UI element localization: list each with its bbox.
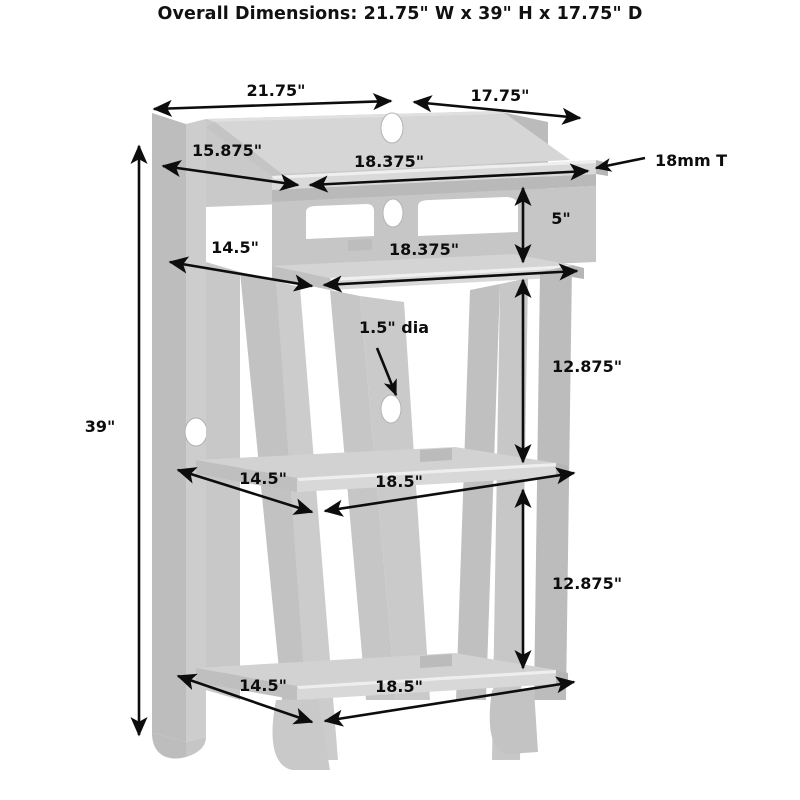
left-side-panel (152, 113, 208, 759)
dimline-overall-width (152, 93, 393, 117)
label-overall-width: 21.75" (247, 81, 306, 100)
furniture-illustration (152, 111, 608, 770)
cord-hole-center (381, 395, 401, 423)
label-gap-shelf3-shelf4: 12.875" (552, 574, 622, 593)
label-shelf4-width: 18.5" (375, 677, 423, 696)
cord-hole-top (381, 113, 403, 143)
label-shelf3-width: 18.5" (375, 472, 423, 491)
cord-hole-mid (383, 199, 403, 227)
label-top-shelf-width: 18.375" (354, 152, 424, 171)
dimline-shelf3-depth (176, 467, 314, 515)
page-title: Overall Dimensions: 21.75" W x 39" H x 1… (157, 4, 643, 24)
leader-panel-thickness (594, 156, 646, 172)
label-shelf4-depth: 14.5" (239, 676, 287, 695)
dimline-overall-depth (412, 95, 582, 125)
dimline-top-shelf-width (308, 163, 590, 193)
dimline-shelf2-width (322, 263, 579, 293)
label-shelf2-depth: 14.5" (211, 238, 259, 257)
leader-hole-dia (375, 347, 398, 397)
dimline-shelf4-depth (176, 673, 314, 725)
label-hole-dia: 1.5" dia (359, 318, 429, 337)
label-shelf3-depth: 14.5" (239, 469, 287, 488)
dimline-shelf3-width (323, 467, 576, 517)
dimension-lines (130, 93, 646, 737)
label-gap-shelf2-shelf3: 12.875" (552, 357, 622, 376)
dimline-shelf2-depth (168, 256, 314, 292)
label-top-shelf-depth: 15.875" (192, 141, 262, 160)
label-overall-depth: 17.75" (471, 86, 530, 105)
dimline-shelf4-width (323, 676, 576, 727)
label-panel-thickness: 18mm T (655, 151, 727, 170)
label-overall-height: 39" (85, 417, 116, 436)
label-gap-top-shelf2: 5" (551, 209, 570, 228)
dimension-labels: 21.75" 17.75" 39" 18mm T 15.875" 18.375"… (85, 81, 727, 696)
label-shelf2-width: 18.375" (389, 240, 459, 259)
dimline-top-shelf-depth (161, 160, 300, 191)
